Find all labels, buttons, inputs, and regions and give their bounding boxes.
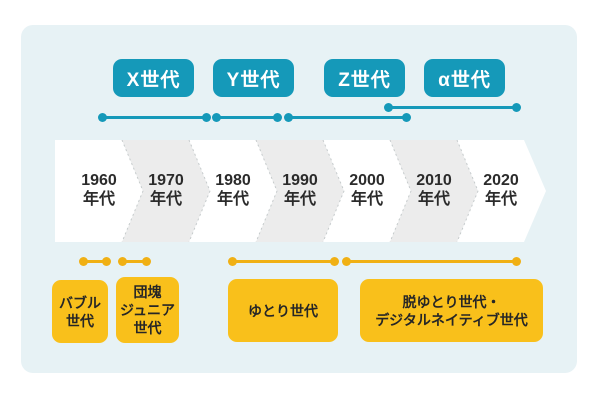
- decade-year: 1960: [81, 172, 117, 189]
- line-endpoint-dot: [202, 113, 211, 122]
- genbox-line: ゆとり世代: [248, 302, 318, 319]
- badge-x-generation: X世代: [113, 59, 194, 97]
- decade-year: 2000: [349, 172, 385, 189]
- decade-unit: 年代: [283, 191, 316, 208]
- line-endpoint-dot: [512, 257, 521, 266]
- genbox-line: 世代: [133, 320, 162, 336]
- decade-year: 2010: [416, 172, 452, 189]
- line-endpoint-dot: [79, 257, 88, 266]
- line-endpoint-dot: [273, 113, 282, 122]
- span-line-x-generation: [98, 113, 211, 122]
- decade-label-1970: 1970 年代: [132, 171, 200, 209]
- genbox-line: デジタルネイティブ世代: [375, 311, 528, 328]
- span-line-z-generation: [284, 113, 411, 122]
- line-endpoint-dot: [98, 113, 107, 122]
- line-endpoint-dot: [330, 257, 339, 266]
- line-endpoint-dot: [102, 257, 111, 266]
- genbox-line: 脱ゆとり世代・: [402, 293, 501, 310]
- genbox-yutori: ゆとり世代: [228, 279, 338, 342]
- decade-label-1960: 1960 年代: [65, 171, 133, 209]
- decade-year: 1980: [215, 172, 251, 189]
- line-endpoint-dot: [118, 257, 127, 266]
- genbox-line: バブル: [59, 294, 101, 311]
- decade-label-1980: 1980 年代: [199, 171, 267, 209]
- line-endpoint-dot: [284, 113, 293, 122]
- genbox-line: 世代: [66, 312, 94, 329]
- decade-label-2010: 2010 年代: [400, 171, 468, 209]
- decade-label-1990: 1990 年代: [266, 171, 334, 209]
- decade-year: 2020: [483, 172, 519, 189]
- chevron-divider-dotted: [188, 140, 211, 242]
- badge-y-generation: Y世代: [213, 59, 294, 97]
- decade-year: 1970: [148, 172, 184, 189]
- line-endpoint-dot: [212, 113, 221, 122]
- span-line-datsu-yutori-generation: [342, 257, 521, 266]
- genbox-bubble: バブル 世代: [52, 280, 108, 343]
- genbox-line: ジュニア: [119, 302, 176, 318]
- line-endpoint-dot: [402, 113, 411, 122]
- chevron-segment: [457, 140, 546, 242]
- badge-z-generation: Z世代: [324, 59, 405, 97]
- decade-unit: 年代: [417, 191, 450, 208]
- genbox-line: 団塊: [133, 284, 162, 300]
- chevron-divider-dotted: [255, 140, 278, 242]
- span-line-dankai-junior-generation: [118, 257, 151, 266]
- badge-alpha-generation: α世代: [424, 59, 505, 97]
- genbox-dankai-junior: 団塊 ジュニア 世代: [116, 277, 179, 343]
- line-endpoint-dot: [142, 257, 151, 266]
- chevron-divider-dotted: [389, 140, 412, 242]
- decade-unit: 年代: [149, 191, 182, 208]
- chevron-segment: [256, 140, 344, 242]
- chevron-divider-dotted: [322, 140, 345, 242]
- chevron-divider-dotted: [456, 140, 479, 242]
- chevron-segment: [390, 140, 478, 242]
- line-endpoint-dot: [384, 103, 393, 112]
- span-line-y-generation: [212, 113, 282, 122]
- decade-unit: 年代: [350, 191, 383, 208]
- chevron-segment: [323, 140, 411, 242]
- span-line-alpha-generation: [384, 103, 521, 112]
- span-line-bubble-generation: [79, 257, 111, 266]
- chevron-segment: [55, 140, 143, 242]
- line-endpoint-dot: [512, 103, 521, 112]
- decade-chevron-band: [55, 140, 546, 242]
- decade-unit: 年代: [484, 191, 517, 208]
- chevron-segment: [189, 140, 277, 242]
- line-endpoint-dot: [228, 257, 237, 266]
- line-endpoint-dot: [342, 257, 351, 266]
- decade-label-2020: 2020 年代: [467, 171, 535, 209]
- decade-unit: 年代: [216, 191, 249, 208]
- chevron-segment: [122, 140, 210, 242]
- decade-year: 1990: [282, 172, 318, 189]
- decade-label-2000: 2000 年代: [333, 171, 401, 209]
- genbox-datsu-yutori-digital-native: 脱ゆとり世代・ デジタルネイティブ世代: [360, 279, 543, 342]
- decade-unit: 年代: [82, 191, 115, 208]
- chevron-divider-dotted: [121, 140, 144, 242]
- span-line-yutori-generation: [228, 257, 339, 266]
